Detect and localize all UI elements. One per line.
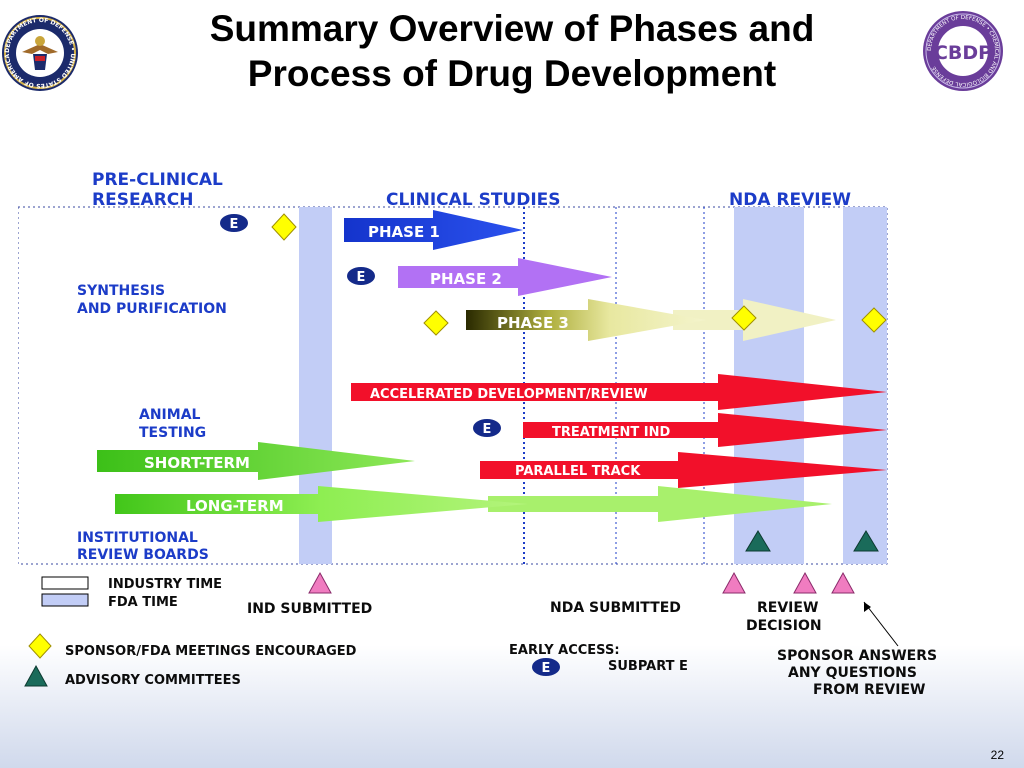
long-term-extension xyxy=(488,486,832,522)
early-access-e-icon: E xyxy=(347,267,375,285)
nda-submitted-milestone-icon xyxy=(722,571,746,594)
short-term-label: SHORT-TERM xyxy=(144,454,250,472)
review-decision-label: REVIEW xyxy=(757,600,818,616)
meeting-diamond-icon xyxy=(423,310,449,336)
svg-text:E: E xyxy=(483,422,492,437)
legend-diamond-icon xyxy=(28,633,52,659)
meetings-legend-label: SPONSOR/FDA MEETINGS ENCOURAGED xyxy=(65,644,357,659)
phase-1-arrow xyxy=(344,210,523,250)
svg-text:E: E xyxy=(230,217,239,232)
subpart-e-legend-label: SUBPART E xyxy=(608,659,688,674)
sponsor-answers-milestone-icon xyxy=(831,571,855,594)
meeting-diamond-icon xyxy=(731,305,757,331)
pre-clinical-heading: PRE-CLINICAL xyxy=(92,170,223,190)
fda-time-swatch xyxy=(41,593,89,607)
parallel-track-label: PARALLEL TRACK xyxy=(515,464,641,479)
synthesis-label-2: AND PURIFICATION xyxy=(77,301,227,317)
short-term-arrow xyxy=(97,442,415,480)
sponsor-answers-label-3: FROM REVIEW xyxy=(813,682,925,698)
meeting-diamond-icon xyxy=(271,213,297,241)
dod-seal-icon: DEPARTMENT OF DEFENSE • UNITED STATES OF… xyxy=(2,15,78,91)
review-decision-milestone-icon xyxy=(793,571,817,594)
early-access-legend-label: EARLY ACCESS: xyxy=(509,643,620,658)
early-access-e-icon: E xyxy=(473,419,501,437)
advisory-legend-label: ADVISORY COMMITTEES xyxy=(65,673,241,688)
phase-2-arrow xyxy=(398,258,612,296)
sponsor-pointer-line xyxy=(863,601,899,647)
treatment-ind-arrow xyxy=(523,413,887,447)
slide-title: Summary Overview of Phases and Process o… xyxy=(209,8,815,94)
legend-early-access-e-icon: E xyxy=(532,658,560,676)
cbdp-logo-text: CBDP xyxy=(934,42,992,64)
accelerated-label: ACCELERATED DEVELOPMENT/REVIEW xyxy=(370,387,648,402)
nda-submitted-label: NDA SUBMITTED xyxy=(550,600,681,616)
ind-submitted-milestone-icon xyxy=(308,571,332,594)
phase-3-arrow xyxy=(466,299,706,341)
sponsor-answers-label-2: ANY QUESTIONS xyxy=(788,665,917,681)
phase-1-label: PHASE 1 xyxy=(368,223,440,241)
phase-2-label: PHASE 2 xyxy=(430,270,502,288)
nda-review-heading: NDA REVIEW xyxy=(729,190,851,210)
cbdp-logo-icon: DEPARTMENT OF DEFENSE • CHEMICAL AND BIO… xyxy=(923,11,1003,91)
meeting-diamond-icon xyxy=(861,307,887,333)
phase-3-label: PHASE 3 xyxy=(497,314,569,332)
industry-time-label: INDUSTRY TIME xyxy=(108,577,222,592)
slide-number: 22 xyxy=(990,748,1004,762)
parallel-track-arrow xyxy=(480,452,887,488)
animal-testing-label: ANIMAL xyxy=(139,407,201,423)
review-decision-label-2: DECISION xyxy=(746,618,822,634)
sponsor-pointer-arrowhead xyxy=(864,602,871,612)
early-access-e-icon: E xyxy=(220,214,248,232)
ind-submitted-label: IND SUBMITTED xyxy=(247,601,372,617)
long-term-arrow xyxy=(115,486,528,522)
treatment-ind-label: TREATMENT IND xyxy=(552,425,670,440)
legend-advisory-triangle-icon xyxy=(24,664,48,687)
animal-testing-label-2: TESTING xyxy=(139,425,206,441)
advisory-committee-triangle-icon xyxy=(745,530,771,552)
svg-text:E: E xyxy=(357,270,366,285)
synthesis-label: SYNTHESIS xyxy=(77,283,165,299)
clinical-studies-heading: CLINICAL STUDIES xyxy=(386,190,561,210)
drug-development-diagram: PRE-CLINICAL RESEARCH CLINICAL STUDIES N… xyxy=(18,170,937,698)
irb-label-2: REVIEW BOARDS xyxy=(77,547,209,563)
irb-label: INSTITUTIONAL xyxy=(77,530,198,546)
fda-band-review xyxy=(843,207,887,564)
industry-time-swatch xyxy=(41,576,89,590)
fda-time-label: FDA TIME xyxy=(108,595,178,610)
long-term-label: LONG-TERM xyxy=(186,497,284,515)
pre-clinical-heading-2: RESEARCH xyxy=(92,190,194,210)
advisory-committee-triangle-icon xyxy=(853,530,879,552)
accelerated-arrow xyxy=(351,374,887,410)
sponsor-answers-label: SPONSOR ANSWERS xyxy=(777,648,937,664)
svg-text:E: E xyxy=(542,661,551,676)
